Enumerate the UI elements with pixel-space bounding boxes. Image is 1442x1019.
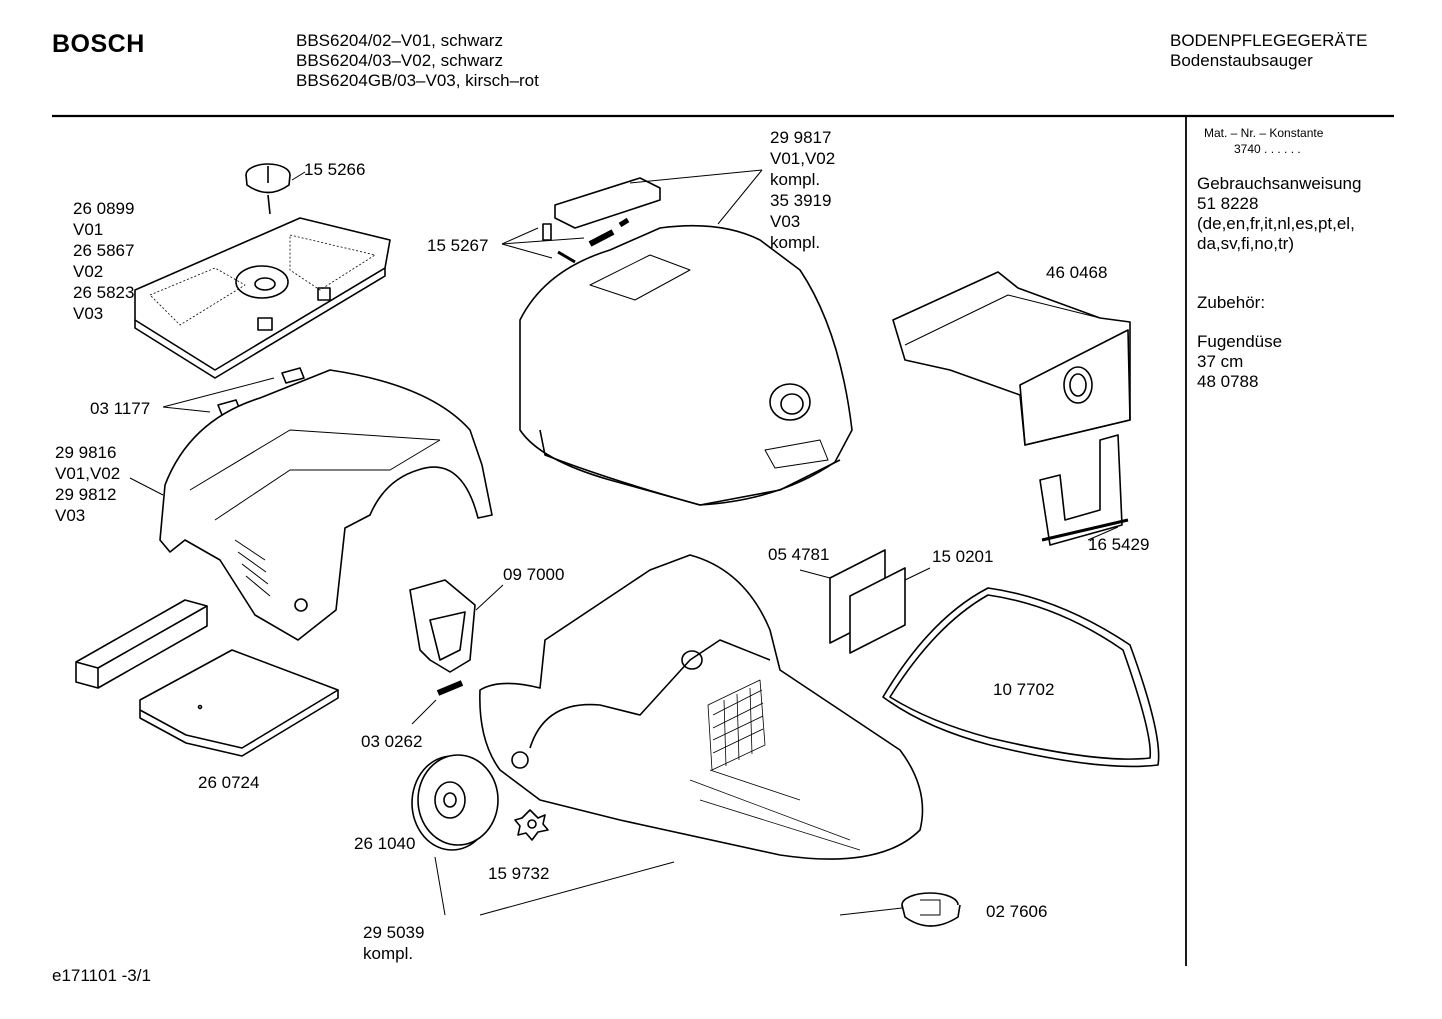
accessories-label: Zubehör: [1197,293,1266,312]
part-label: 15 5267 [427,236,489,255]
brand-logo: BOSCH [52,30,145,58]
mat-number-value: 3740 . . . . . . [1234,142,1301,156]
part-label-line: 29 9816 [55,443,117,462]
part-label: 15 9732 [488,864,550,883]
pin-part [411,680,464,725]
part-label: 15 0201 [932,547,994,566]
accessory-line: 48 0788 [1197,372,1259,391]
manual-line: da,sv,fi,no,tr) [1197,234,1294,253]
part-label-line: V01,V02 [55,464,121,483]
bag-holder-part [1039,434,1129,546]
part-label: 15 5266 [304,160,366,179]
manual-line: Gebrauchsanweisung [1197,174,1362,193]
part-label-group: 29 5039 kompl. [363,922,424,964]
accessory-line: Fugendüse [1197,332,1283,351]
part-label-line: kompl. [363,944,414,963]
document-id: e171101 -3/1 [52,966,151,985]
mat-number-label: Mat. – Nr. – Konstante [1204,126,1324,140]
caster-part [839,892,961,927]
part-label: 46 0468 [1046,263,1108,282]
model-list: BBS6204/02–V01, schwarz BBS6204/03–V02, … [296,31,539,91]
part-label-group: 29 9817 V01,V02 kompl. 35 3919 V03 kompl… [770,127,835,253]
model-line: BBS6204GB/03–V03, kirsch–rot [296,71,539,90]
part-label-line: 26 5867 [73,241,135,260]
foam-block-part [75,599,208,689]
accessory-line: 37 cm [1197,352,1244,371]
lid-seal-part [882,587,1160,768]
manual-line: (de,en,fr,it,nl,es,pt,el, [1197,214,1355,233]
part-label: 26 1040 [354,834,416,853]
upper-housing-part [129,369,493,641]
knob-part [245,163,306,215]
model-line: BBS6204/03–V02, schwarz [296,51,503,70]
part-label: 03 1177 [90,399,151,418]
part-label-line: V01 [73,220,104,239]
part-label-line: V02 [73,262,104,281]
part-label: 16 5429 [1088,535,1150,554]
manual-line: 51 8228 [1197,194,1259,213]
part-label-line: 29 5039 [363,923,425,942]
motor-filters-part [799,549,931,654]
model-line: BBS6204/02–V01, schwarz [296,31,503,50]
subcategory-title: Bodenstaubsauger [1170,51,1313,70]
part-label-line: 26 5823 [73,283,135,302]
valve-part [409,579,504,673]
part-label-line: V01,V02 [770,149,836,168]
part-label-line: V03 [770,212,801,231]
part-label-line: 29 9817 [770,128,832,147]
part-label: 26 0724 [198,773,260,792]
part-label: 03 0262 [361,732,423,751]
part-label: 02 7606 [986,902,1048,921]
filter-lid-part [134,217,391,379]
category-block: BODENPFLEGEGERÄTE Bodenstaubsauger [1170,31,1367,71]
part-label-line: 26 0899 [73,199,135,218]
filter-plate-part [139,649,339,757]
part-label-group: 29 9816 V01,V02 29 9812 V03 [55,442,120,526]
part-label-line: kompl. [770,233,821,252]
dust-bag-part [892,271,1131,446]
part-label: 10 7702 [993,680,1055,699]
category-title: BODENPFLEGEGERÄTE [1170,31,1368,50]
part-label-line: 35 3919 [770,191,832,210]
wheel-cap-part [514,809,549,841]
part-label: 05 4781 [768,545,830,564]
part-label: 09 7000 [503,565,565,584]
part-label-line: kompl. [770,170,821,189]
accessory-info: Fugendüse 37 cm 48 0788 [1197,332,1282,392]
wheel-part [411,754,499,916]
part-label-group: 26 0899 V01 26 5867 V02 26 5823 V03 [73,198,134,324]
top-cover-part [501,169,853,506]
part-label-line: V03 [73,304,104,323]
part-label-line: V03 [55,506,86,525]
manual-info: Gebrauchsanweisung 51 8228 (de,en,fr,it,… [1197,174,1361,254]
base-body-part [479,554,924,916]
part-label-line: 29 9812 [55,485,117,504]
